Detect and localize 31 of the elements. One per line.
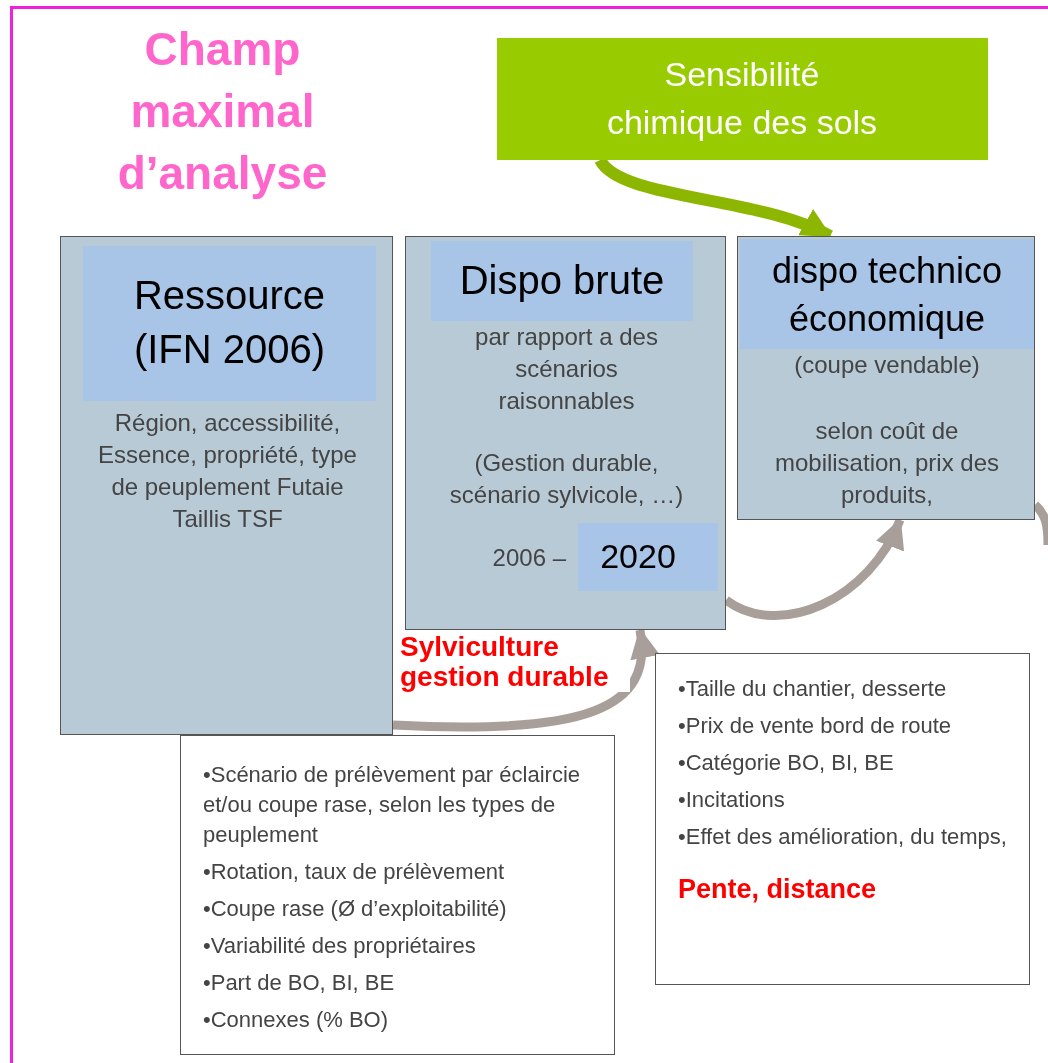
bullet-item: •Prix de vente bord de route xyxy=(678,712,953,740)
node-text: (coupe vendable) xyxy=(793,350,981,380)
text-box xyxy=(405,236,726,630)
text-box xyxy=(497,38,988,160)
node-heading: dispo technico économique xyxy=(740,239,1034,349)
node-text: 2020 xyxy=(599,536,677,577)
bullet-item: •Coupe rase (Ø d’exploitabilité) xyxy=(203,895,508,923)
text-box xyxy=(180,735,615,1055)
node-text: par rapport a des scénarios raisonnables xyxy=(474,322,659,416)
emphasis-text: Pente, distance xyxy=(678,874,878,904)
bullet-item: •Scénario de prélèvement par éclaircie et/ou coupe rase, selon les types de peuplement xyxy=(203,761,581,849)
bullet-item: •Effet des amélioration, du temps, xyxy=(678,823,1008,851)
bullet-item: •Connexes (% BO) xyxy=(203,1006,389,1034)
bullet-item: •Taille du chantier, desserte xyxy=(678,675,948,703)
bullet-item: •Catégorie BO, BI, BE xyxy=(678,749,895,777)
text-box xyxy=(737,236,1035,520)
curved-arrow xyxy=(392,628,658,732)
bullet-item: •Rotation, taux de prélèvement xyxy=(203,858,506,886)
node-text: Région, accessibilité, Essence, propriété, type de peuplement Futaie Taillis TSF xyxy=(97,408,358,534)
text-box xyxy=(60,236,393,735)
bullet-item: •Part de BO, BI, BE xyxy=(203,969,396,997)
node-text: selon coût de mobilisation, prix des produits, xyxy=(773,416,1001,510)
bullet-item: •Incitations xyxy=(678,786,786,814)
node-heading: Dispo brute xyxy=(431,241,693,321)
node-text: (Gestion durable, scénario sylvicole, …) xyxy=(448,448,685,510)
bullet-item: •Variabilité des propriétaires xyxy=(203,932,477,960)
text-box xyxy=(655,653,1030,985)
title: Champ maximal d’analyse xyxy=(116,22,329,201)
node-heading: Ressource (IFN 2006) xyxy=(83,246,376,401)
node-text: 2006 – xyxy=(491,543,566,573)
node-text: Sensibilité chimique des sols xyxy=(605,54,879,143)
